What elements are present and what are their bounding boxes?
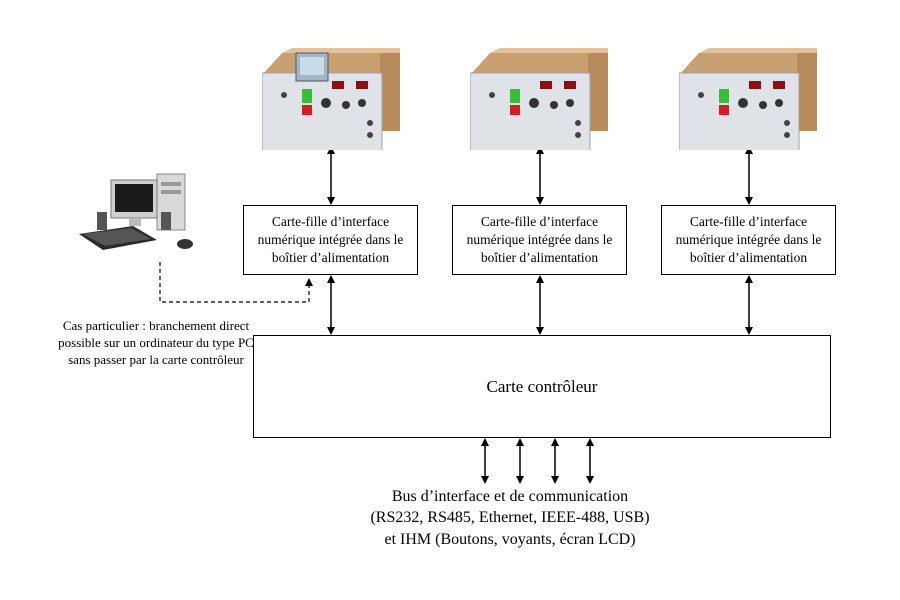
- daughter-board-1: Carte-fille d’interface numérique intégr…: [243, 205, 418, 275]
- power-supply-unit-1: [262, 48, 400, 150]
- bus-line-1: Bus d’interface et de communication: [391, 488, 629, 505]
- desktop-computer-icon: [79, 173, 193, 250]
- daughter-board-1-line-1: Carte-fille d’interface: [271, 213, 390, 229]
- daughter-board-2-line-1: Carte-fille d’interface: [480, 213, 599, 229]
- daughter-board-2-line-2: numérique intégrée dans le: [466, 231, 613, 247]
- power-supply-unit-2: [470, 48, 608, 150]
- bus-line-3: et IHM (Boutons, voyants, écran LCD): [384, 530, 636, 548]
- pc-direct-dashed-link: [159, 262, 313, 303]
- daughter-board-3-line-1: Carte-fille d’interface: [689, 213, 808, 229]
- daughter-board-2: Carte-fille d’interface numérique intégr…: [452, 205, 627, 275]
- controller-board: Carte contrôleur: [253, 335, 831, 438]
- pc-direct-note: Cas particulier : branchement direct pos…: [58, 318, 254, 367]
- daughter-board-3: Carte-fille d’interface numérique intégr…: [661, 205, 836, 275]
- bus-description: Bus d’interface et de communication (RS2…: [330, 486, 690, 550]
- daughter-board-1-line-3: boîtier d’alimentation: [271, 250, 390, 266]
- daughter-board-3-line-3: boîtier d’alimentation: [689, 250, 808, 266]
- controller-board-label: Carte contrôleur: [486, 376, 598, 396]
- daughter-board-1-line-2: numérique intégrée dans le: [257, 231, 404, 247]
- power-supply-unit-3: [679, 48, 817, 150]
- daughter-board-3-line-2: numérique intégrée dans le: [675, 231, 822, 247]
- bus-line-2: (RS232, RS485, Ethernet, IEEE-488, USB): [370, 509, 650, 527]
- daughter-board-2-line-3: boîtier d’alimentation: [480, 250, 599, 266]
